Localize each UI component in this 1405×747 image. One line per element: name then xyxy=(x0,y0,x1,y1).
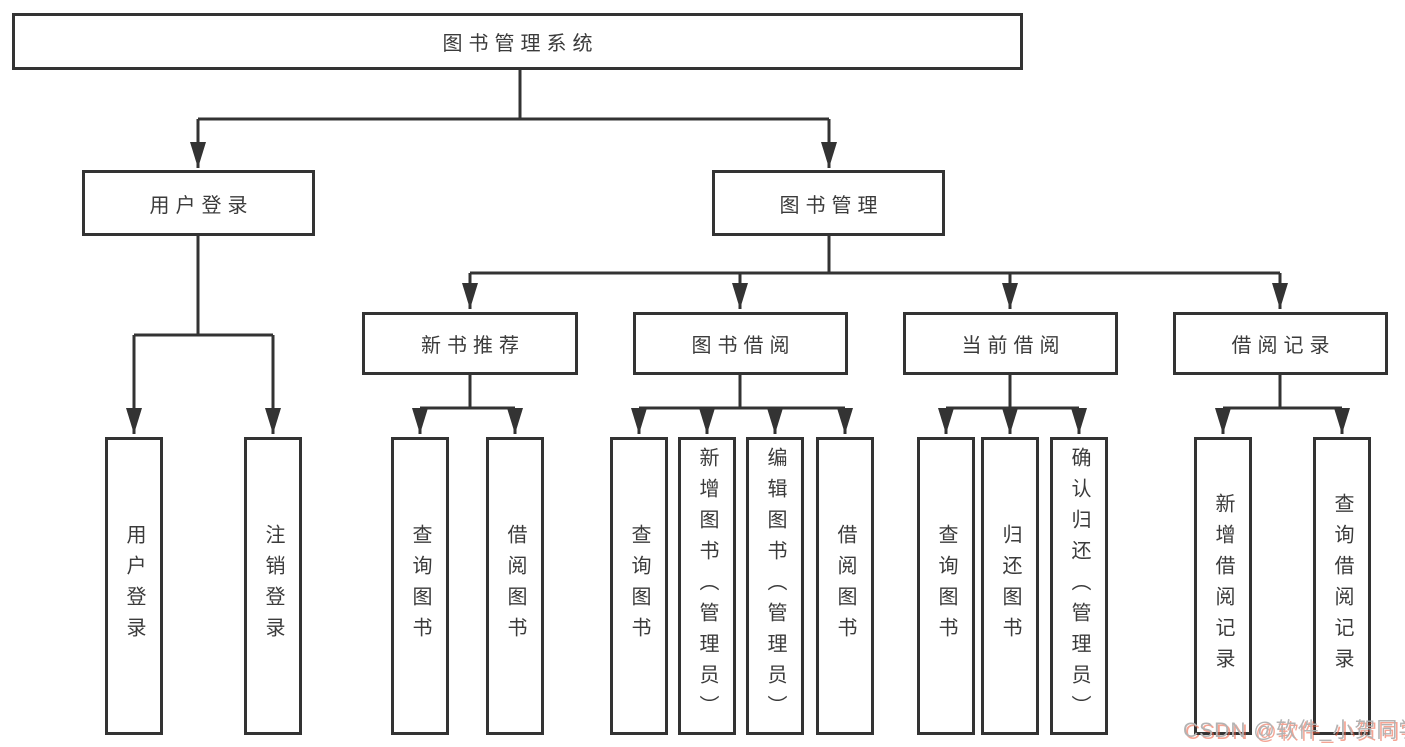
book-borrowing-node: 图书借阅 xyxy=(633,312,848,375)
user-login-node: 用户登录 xyxy=(82,170,315,236)
leaf-current-return-books: 归还图书 xyxy=(981,437,1039,735)
leaf-current-query-books: 查询图书 xyxy=(917,437,975,735)
leaf-records-add-borrow-record: 新增借阅记录 xyxy=(1194,437,1252,735)
leaf-borrowing-borrow-books: 借阅图书 xyxy=(816,437,874,735)
leaf-borrowing-query-books: 查询图书 xyxy=(610,437,668,735)
csdn-watermark: CSDN @软件_小贺同学 xyxy=(1183,719,1405,742)
leaf-user-login: 用户登录 xyxy=(105,437,163,735)
current-borrowing-node: 当前借阅 xyxy=(903,312,1118,375)
new-book-recommend-node: 新书推荐 xyxy=(362,312,578,375)
leaf-borrowing-add-books-admin: 新增图书（管理员） xyxy=(678,437,736,735)
root-node-library-management-system: 图书管理系统 xyxy=(12,13,1023,70)
leaf-newbook-borrow-books: 借阅图书 xyxy=(486,437,544,735)
leaf-newbook-query-books: 查询图书 xyxy=(391,437,449,735)
leaf-records-query-borrow-record: 查询借阅记录 xyxy=(1313,437,1371,735)
leaf-current-confirm-return-admin: 确认归还（管理员） xyxy=(1050,437,1108,735)
borrowing-records-node: 借阅记录 xyxy=(1173,312,1388,375)
leaf-logout: 注销登录 xyxy=(244,437,302,735)
book-management-node: 图书管理 xyxy=(712,170,945,236)
leaf-borrowing-edit-books-admin: 编辑图书（管理员） xyxy=(746,437,804,735)
